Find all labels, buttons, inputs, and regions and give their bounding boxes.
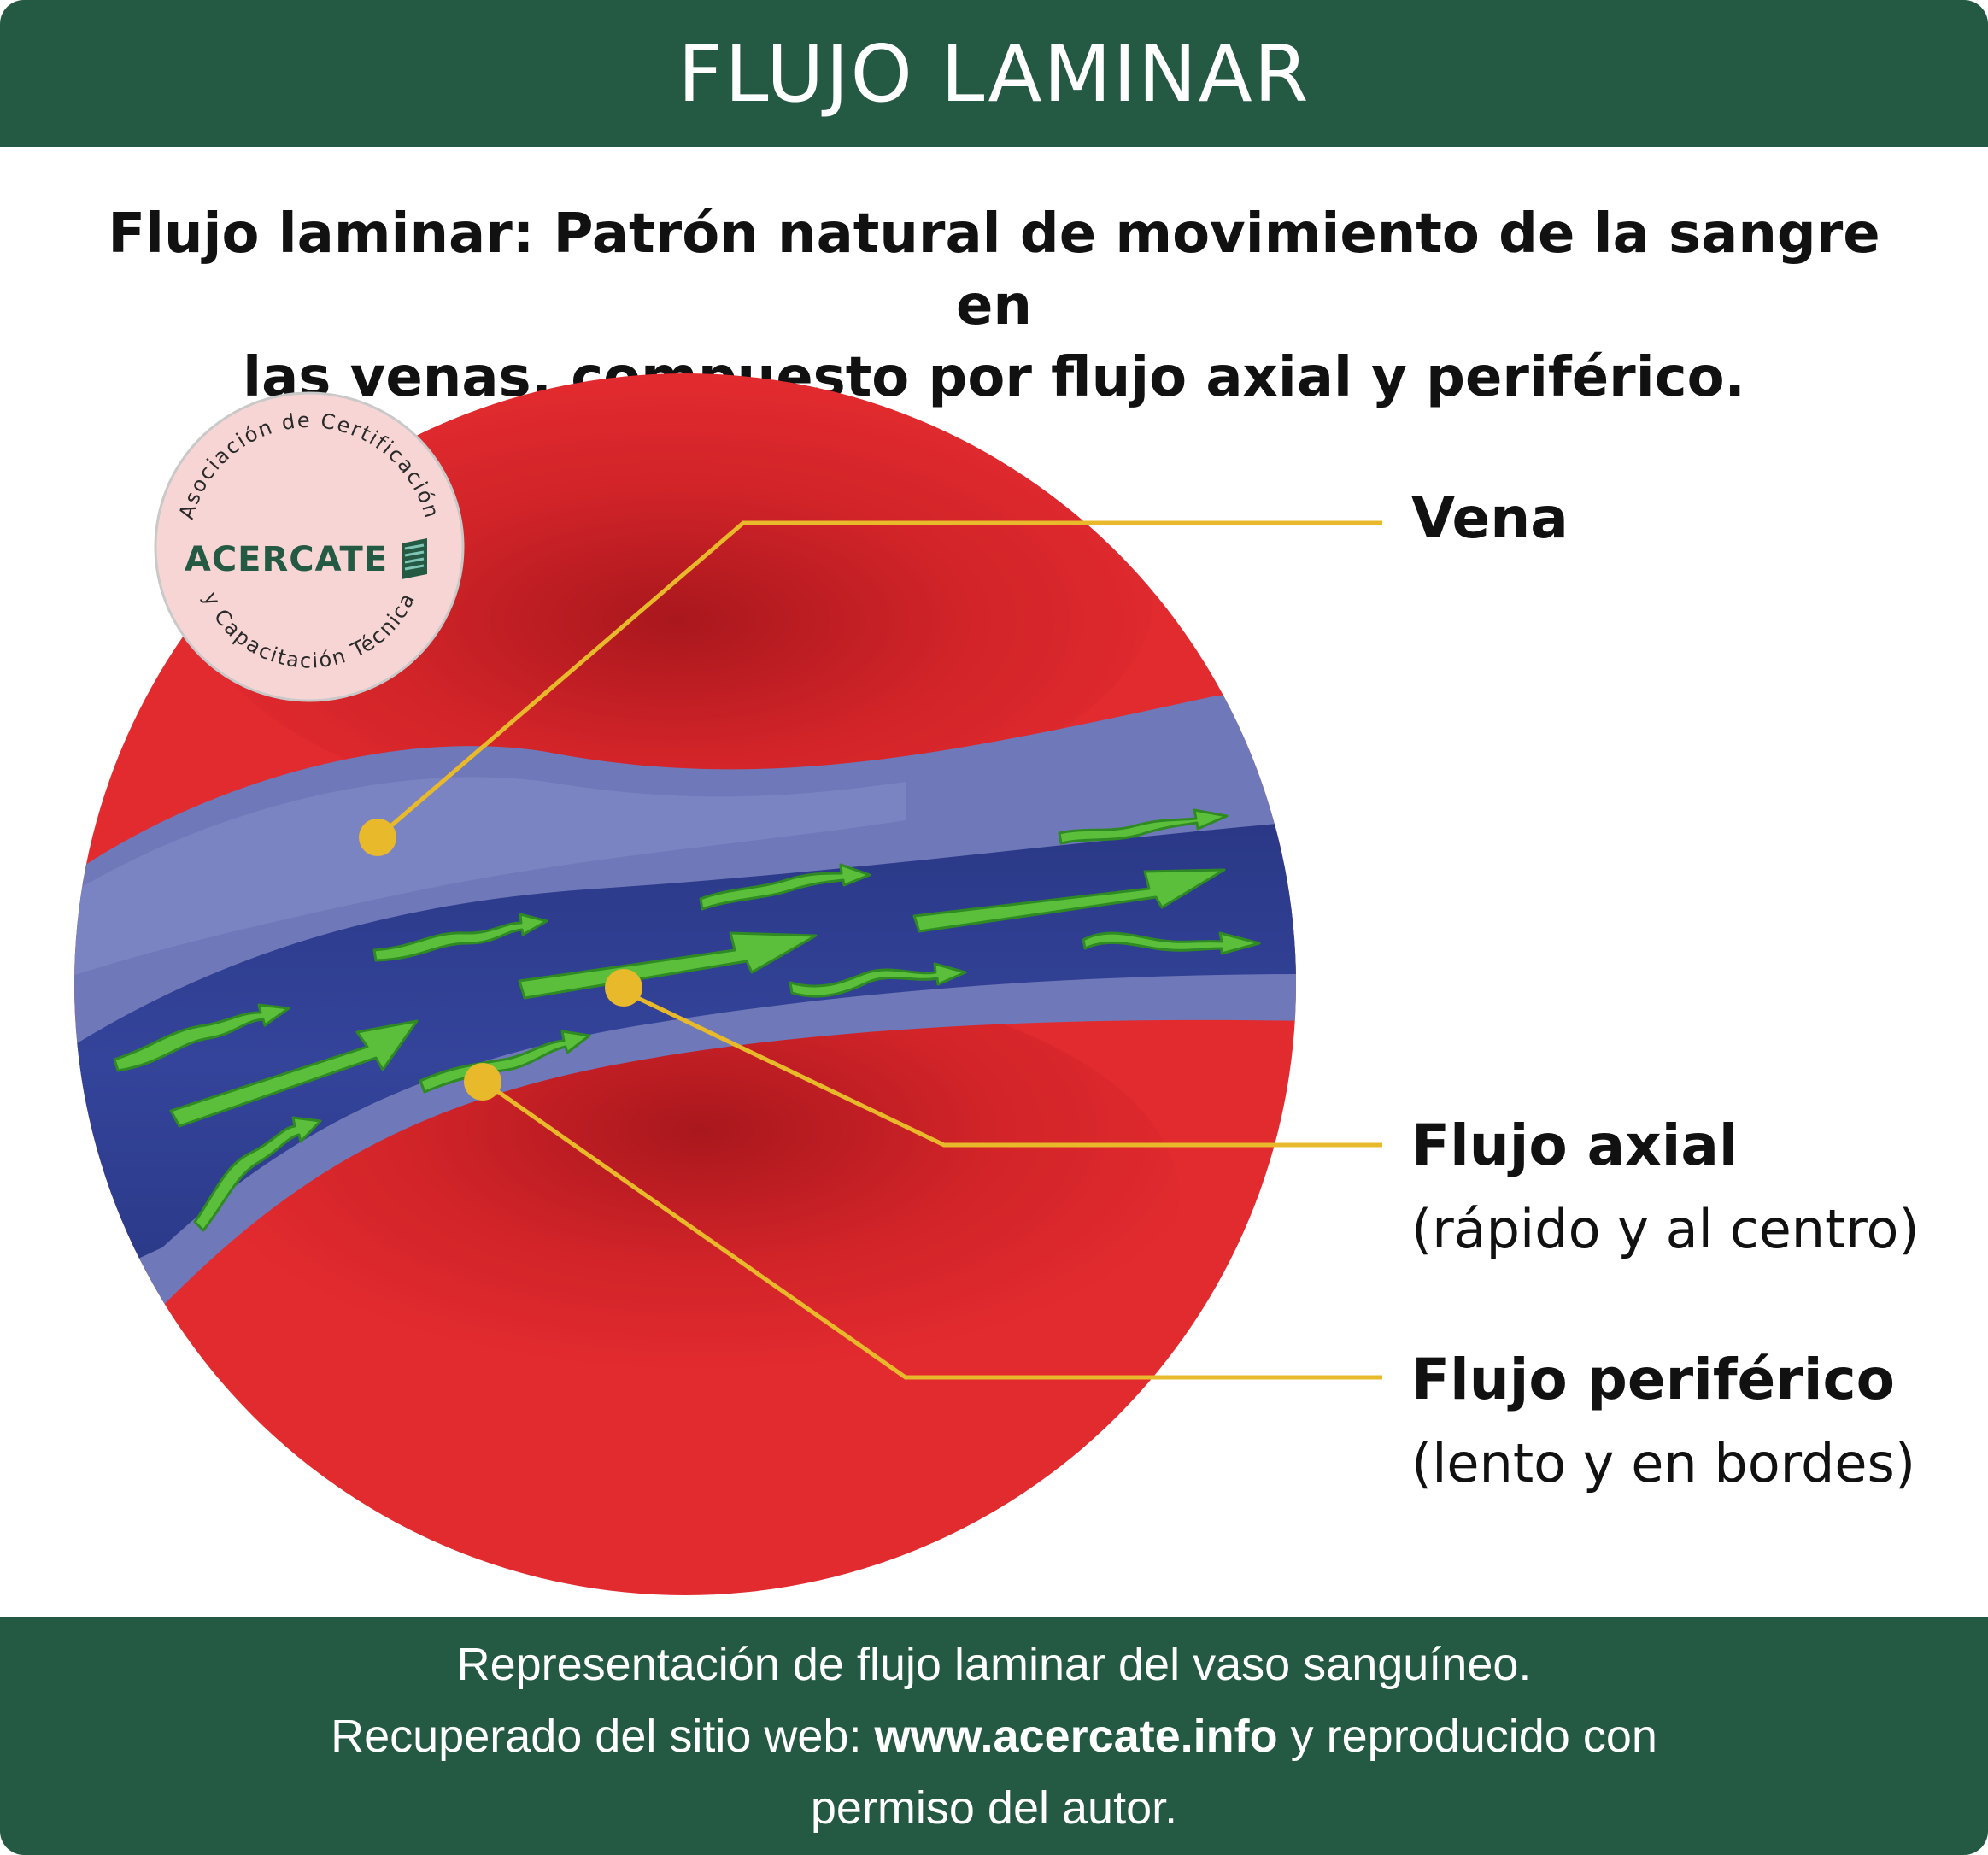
certification-seal: Asociación de Certificación y Capacitaci… [154, 391, 465, 702]
footer-line-1: Representación de flujo laminar del vaso… [456, 1639, 1532, 1690]
leader-lines [376, 520, 1382, 1380]
leader-dot-periferico [464, 1063, 501, 1101]
seal-brand: ACERCATE [185, 540, 388, 579]
subtitle-line-2: las venas, compuesto por flujo axial y p… [243, 346, 1745, 409]
seal-circle [154, 391, 465, 702]
footer-link[interactable]: www.acercate.info [874, 1711, 1278, 1762]
page-title: FLUJO LAMINAR [677, 27, 1311, 120]
peripheral-arrow [193, 1116, 322, 1232]
label-flujo-periferico: Flujo periférico (lento y en bordes) [1411, 1338, 1915, 1506]
axial-arrow [169, 1019, 419, 1128]
peripheral-arrow [789, 962, 967, 998]
footer-line-3: permiso del autor. [810, 1782, 1178, 1834]
footer-line-2-post: y reproducido con [1277, 1711, 1657, 1762]
seal-book-icon [402, 538, 427, 579]
leader-dot-axial [605, 969, 642, 1007]
leader-dot-vena [359, 819, 396, 856]
footer-line-2-pre: Recuperado del sitio web: [331, 1711, 875, 1762]
peripheral-arrow [699, 863, 871, 911]
vein-wall-highlight [74, 777, 906, 983]
peripheral-arrow [1058, 808, 1229, 845]
label-flujo-axial-note: (rápido y al centro) [1411, 1198, 1920, 1260]
magnified-circle [74, 373, 1296, 1595]
label-flujo-periferico-title: Flujo periférico [1411, 1347, 1895, 1412]
leader-periferico [481, 1078, 1382, 1380]
axial-arrow [912, 868, 1226, 933]
label-flujo-periferico-note: (lento y en bordes) [1411, 1432, 1916, 1494]
axial-arrow [518, 931, 818, 1000]
peripheral-arrow [372, 913, 548, 962]
vein-lumen [74, 820, 1296, 1299]
leader-axial [622, 989, 1382, 1148]
flow-arrows [113, 808, 1261, 1232]
peripheral-arrow [113, 1003, 290, 1072]
footer-bar: Representación de flujo laminar del vaso… [0, 1617, 1988, 1855]
subtitle: Flujo laminar: Patrón natural de movimie… [85, 198, 1903, 414]
leader-vena [376, 520, 1382, 839]
label-flujo-axial-title: Flujo axial [1411, 1112, 1739, 1178]
peripheral-arrow [1082, 931, 1261, 955]
label-flujo-axial: Flujo axial (rápido y al centro) [1411, 1104, 1920, 1271]
footer-line-2: Recuperado del sitio web: www.acercate.i… [331, 1700, 1657, 1772]
leader-dots [359, 819, 642, 1101]
header-bar: FLUJO LAMINAR [0, 0, 1988, 147]
label-vena: Vena [1411, 485, 1569, 551]
subtitle-line-1: Flujo laminar: Patrón natural de movimie… [108, 203, 1880, 338]
